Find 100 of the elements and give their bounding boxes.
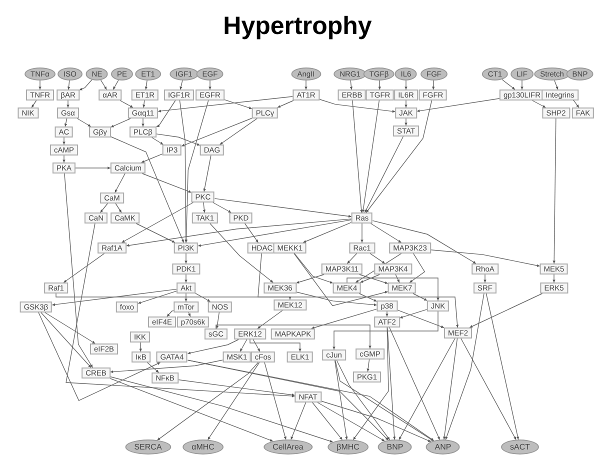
arrow (66, 100, 70, 108)
arrow (208, 362, 260, 440)
arrow (320, 400, 432, 442)
arrow (366, 100, 432, 213)
arrow (372, 220, 476, 264)
arrow (395, 274, 400, 283)
arrow (311, 308, 378, 330)
arrow (346, 253, 358, 264)
arrow (220, 118, 258, 145)
arrow (141, 154, 163, 163)
arrow (126, 218, 352, 247)
arrow (156, 100, 176, 128)
arrow (430, 250, 540, 267)
arrow (332, 311, 438, 350)
arrow (432, 80, 435, 90)
arrow (362, 100, 380, 213)
arrow (212, 202, 232, 213)
arrow (136, 223, 176, 243)
arrow (520, 80, 524, 90)
arrow (121, 202, 194, 243)
arrow (244, 223, 258, 243)
outcome-ellipse: αMHC (182, 440, 224, 454)
arrow (100, 80, 107, 90)
arrow (409, 253, 426, 283)
arrow (359, 274, 388, 284)
arrow (484, 274, 486, 283)
arrow (210, 223, 274, 283)
arrow (208, 80, 212, 90)
arrow (142, 100, 146, 108)
arrow (257, 310, 283, 329)
arrow (203, 155, 212, 192)
arrow (366, 359, 370, 372)
arrow (250, 339, 302, 352)
outcome-ellipse: SERCA (125, 440, 171, 454)
arrow (142, 118, 144, 127)
arrow (178, 379, 296, 396)
arrow (179, 100, 188, 243)
arrow (336, 360, 390, 440)
arrow (198, 219, 352, 247)
arrow (188, 312, 191, 317)
arrow (445, 293, 484, 440)
arrow (181, 118, 252, 147)
arrow (404, 100, 408, 108)
arrow (486, 293, 520, 440)
arrow (184, 274, 188, 283)
arrow (184, 253, 188, 264)
arrow (195, 292, 210, 302)
arrow (120, 100, 134, 108)
arrow (79, 79, 92, 90)
arrow (115, 203, 122, 213)
outcome-ellipse: βMHC (328, 440, 368, 454)
arrow (352, 100, 363, 213)
arrow (294, 253, 334, 284)
arrow (76, 118, 92, 127)
arrow (386, 311, 388, 317)
arrow (110, 360, 224, 374)
arrow (142, 173, 192, 193)
arrow (290, 402, 306, 440)
outcome-ellipse: CellArea (264, 440, 312, 454)
arrow (252, 339, 260, 352)
arrow (404, 118, 408, 126)
arrow (346, 278, 440, 301)
arrow (224, 99, 252, 110)
arrow (258, 253, 459, 328)
arrow (56, 293, 292, 300)
arrow (138, 290, 177, 304)
arrow (469, 293, 543, 328)
arrow (62, 137, 66, 145)
arrow (114, 173, 126, 193)
arrow (304, 80, 308, 90)
arrow (216, 324, 372, 349)
arrow (38, 80, 42, 90)
arrow (404, 80, 408, 90)
arrow (202, 202, 206, 213)
arrow (398, 338, 456, 440)
arrow (294, 253, 388, 306)
arrow (62, 155, 66, 163)
arrow (75, 166, 111, 170)
arrow (302, 222, 352, 243)
arrow (358, 293, 378, 302)
title: Hypertrophy (222, 12, 373, 41)
arrow (110, 378, 274, 442)
arrow (554, 80, 558, 90)
arrow (66, 223, 296, 398)
arrow (180, 80, 183, 90)
arrow (312, 402, 343, 440)
arrow (152, 137, 164, 145)
arrow (216, 312, 220, 329)
arrow (64, 173, 93, 368)
arrow (110, 136, 184, 243)
arrow (502, 79, 516, 90)
arrow (184, 100, 209, 243)
arrow (144, 80, 148, 90)
arrow (157, 362, 258, 441)
arrow (40, 312, 92, 368)
arrow (389, 327, 440, 440)
arrow (264, 362, 287, 440)
arrow (317, 402, 385, 442)
arrow (370, 223, 402, 243)
arrow (214, 198, 352, 218)
